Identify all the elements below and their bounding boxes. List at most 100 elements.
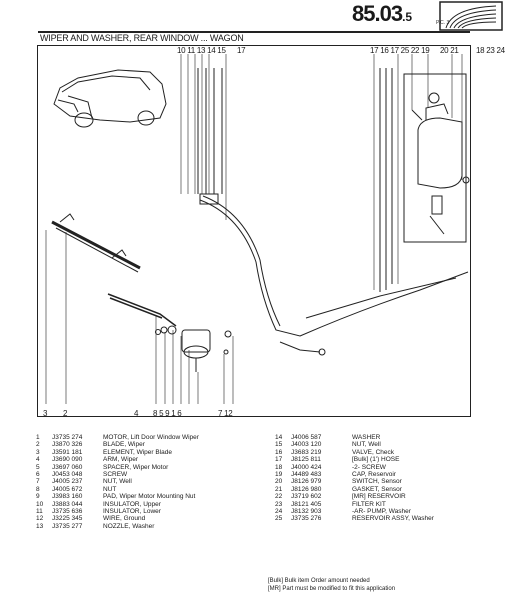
note-mr: [MR] Part must be modified to fit this a… [268,586,396,592]
parts-list-row: 21 J8126 980 GASKET, Sensor [275,486,434,493]
page-number-main: 85 [352,1,376,26]
part-description: BLADE, Wiper [103,441,145,449]
part-code: J3591 181 [52,448,83,456]
part-description: INSULATOR, Lower [103,508,161,516]
page-title: WIPER AND WASHER, REAR WINDOW ... WAGON [40,33,244,43]
part-number: 3 [36,448,40,456]
part-number: 5 [36,463,40,471]
part-description: INSULATOR, Upper [103,500,161,508]
part-code: J3735 276 [291,515,322,523]
part-description: WIRE, Ground [103,515,146,523]
part-description: FILTER KIT [352,500,386,508]
callout-top-center: 10 11 13 14 15 [177,46,226,55]
callout-bottom-mid-3: 7 12 [218,409,233,418]
page-number-sub: .5 [402,10,413,24]
part-code: J3735 274 [52,434,83,441]
wagon-car-icon [53,69,167,128]
part-code: J4003 120 [291,441,322,449]
part-number: 12 [36,515,44,523]
part-code: J8121 405 [291,500,322,508]
part-code: J4000 424 [291,463,322,471]
part-description: NOZZLE, Washer [103,522,155,530]
part-number: 14 [275,434,283,441]
callout-top-center-2: 17 [237,46,246,55]
part-number: 6 [36,471,40,479]
part-code: J4489 483 [291,471,322,479]
parts-list-row: 15 J4003 120 NUT, Well [275,441,434,448]
reservoir-icon [403,73,470,243]
footnotes: [Bulk] Bulk item Order amount needed [MR… [268,577,395,593]
part-description: NUT [103,485,117,493]
parts-list-row: 12 J3225 345 WIRE, Ground [36,515,199,522]
part-description: -2- SCREW [352,463,386,471]
part-code: J3225 345 [52,515,83,523]
section-logo-icon [439,1,503,31]
part-code: J4006 587 [291,434,322,441]
part-code: J3719 602 [291,493,322,501]
part-code: J3983 160 [52,493,83,501]
callout-bottom-left: 3 [43,409,48,418]
callout-bottom-mid-2: 8 5 9 1 6 [153,409,182,418]
washer-nozzle-icon [197,68,223,205]
parts-list-row: 8 J4005 672 NUT [36,486,199,493]
parts-list-row: 23 J8121 405 FILTER KIT [275,501,434,508]
part-description: [MR] RESERVOIR [352,493,406,501]
callout-bottom-mid: 4 [134,409,139,418]
part-description: MOTOR, Lift Door Window Wiper [103,434,199,441]
part-code: J8132 903 [291,508,322,516]
callout-top-right-2: 20 21 [440,46,459,55]
part-number: 17 [275,456,283,464]
part-number: 19 [275,471,283,479]
part-code: J3735 277 [52,522,83,530]
part-number: 21 [275,485,283,493]
part-number: 18 [275,463,283,471]
part-description: SCREW [103,471,128,479]
part-number: 8 [36,485,40,493]
part-description: NUT, Well [352,441,381,449]
part-code: J8126 980 [291,485,322,493]
part-description: GASKET, Sensor [352,485,402,493]
leader-lines [45,54,463,404]
wiper-blade-icon [51,213,141,273]
part-description: SWITCH, Sensor [352,478,402,486]
part-code: J3870 326 [52,441,83,449]
washer-hose-icon [199,68,469,356]
parts-list-row: 14 J4006 587 WASHER [275,434,434,441]
part-code: J0453 048 [52,471,83,479]
part-code: J4005 672 [52,485,83,493]
part-code: J4005 237 [52,478,83,486]
callout-bottom-left-2: 2 [63,409,68,418]
part-description: CAP, Reservoir [352,471,396,479]
part-description: WASHER [352,434,381,441]
part-number: 23 [275,500,283,508]
parts-list-row: 6 J0453 048 SCREW [36,471,199,478]
page-code: P.C. 3 [436,20,450,26]
part-number: 25 [275,515,283,523]
part-code: J3683 219 [291,448,322,456]
part-number: 24 [275,508,283,516]
part-description: NUT, Well [103,478,132,486]
callout-top-right-3: 18 23 24 [476,46,505,55]
part-number: 15 [275,441,283,449]
part-number: 4 [36,456,40,464]
part-code: J3690 090 [52,456,83,464]
page-number-suffix: .03 [374,1,403,26]
part-description: RESERVOIR ASSY, Washer [352,515,434,523]
part-code: J3883 044 [52,500,83,508]
parts-list-row: 25 J3735 276 RESERVOIR ASSY, Washer [275,515,434,522]
page-number: 85.03.5 [352,1,412,27]
part-code: J3697 060 [52,463,83,471]
part-description: ARM, Wiper [103,456,139,464]
